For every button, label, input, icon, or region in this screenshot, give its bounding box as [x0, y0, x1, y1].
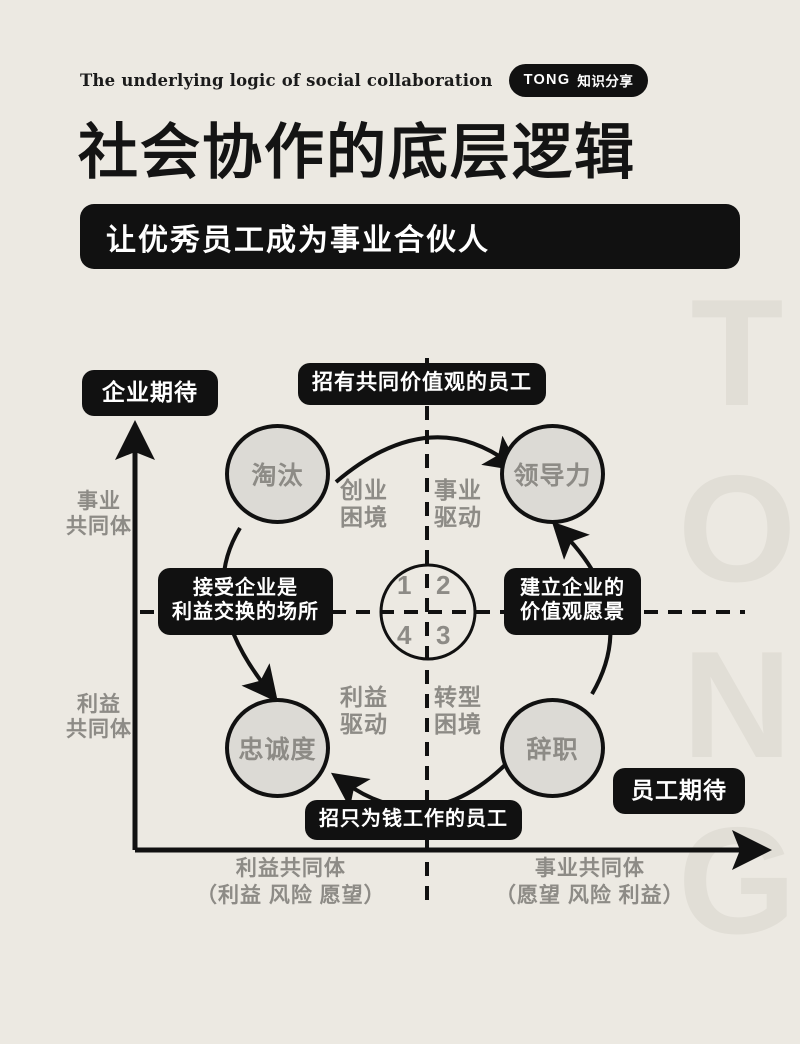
- quadrant-number-1: 1: [397, 570, 412, 600]
- y-tick-top-line-1: 事业: [77, 490, 121, 513]
- header-eyebrow-row: The underlying logic of social collabora…: [80, 64, 649, 97]
- driver-1-line-2: 困境: [340, 504, 388, 531]
- node-label-taotai: 淘汰: [251, 462, 304, 490]
- x-axis-badge-label: 员工期待: [631, 777, 727, 803]
- driver-quadrant-2: 事业 驱动: [434, 477, 482, 531]
- driver-4-line-2: 驱动: [340, 711, 388, 738]
- tong-badge: TONG 知识分享: [508, 64, 649, 97]
- y-tick-bottom-line-1: 利益: [77, 693, 121, 716]
- annotation-left-line-1: 接受企业是: [193, 577, 298, 599]
- annotation-top-banner: 招有共同价值观的员工: [298, 363, 546, 405]
- subtitle-text: 让优秀员工成为事业合伙人: [106, 223, 490, 257]
- driver-3-line-1: 转型: [434, 684, 482, 710]
- y-axis-badge: 企业期待: [82, 370, 218, 417]
- quadrant-number-4: 4: [397, 620, 412, 650]
- driver-2-line-2: 驱动: [434, 504, 482, 531]
- y-tick-top-line-2: 共同体: [66, 515, 132, 539]
- subtitle-banner: 让优秀员工成为事业合伙人: [80, 204, 740, 269]
- x-tick-left-title: 利益共同体: [235, 857, 346, 880]
- y-axis-badge-label: 企业期待: [102, 379, 198, 405]
- y-tick-top: 事业 共同体: [66, 489, 132, 539]
- annotation-bottom-text: 招只为钱工作的员工: [319, 808, 508, 830]
- annotation-right-line-1: 建立企业的: [520, 577, 625, 599]
- tong-badge-cn: 知识分享: [577, 74, 634, 89]
- driver-2-line-1: 事业: [434, 477, 482, 503]
- driver-3-line-2: 困境: [434, 711, 482, 738]
- annotation-right-line-2: 价值观愿景: [520, 601, 625, 624]
- x-axis-badge: 员工期待: [613, 768, 745, 815]
- center-quadrant-circle: [379, 563, 477, 661]
- x-tick-left: 利益共同体 （利益 风险 愿望）: [196, 856, 386, 910]
- node-label-zhongchengdu: 忠诚度: [238, 736, 317, 764]
- x-tick-right-title: 事业共同体: [534, 857, 645, 880]
- annotation-left-callout: 接受企业是 利益交换的场所: [158, 568, 333, 635]
- node-label-lingdaoli: 领导力: [513, 462, 592, 490]
- node-label-cizhi: 辞职: [526, 736, 579, 764]
- x-tick-left-subtitle: （利益 风险 愿望）: [196, 883, 386, 907]
- quadrant-number-3: 3: [436, 620, 451, 650]
- node-quadrant-2: 领导力: [500, 424, 605, 524]
- x-tick-right-subtitle: （愿望 风险 利益）: [495, 883, 685, 907]
- tong-badge-en: TONG: [523, 72, 571, 88]
- driver-4-line-1: 利益: [340, 684, 388, 710]
- annotation-left-line-2: 利益交换的场所: [172, 601, 319, 624]
- eyebrow-text: The underlying logic of social collabora…: [80, 71, 493, 90]
- flow-top-arc: [334, 435, 521, 484]
- node-quadrant-3: 辞职: [500, 698, 605, 798]
- quadrant-number-2: 2: [436, 570, 451, 600]
- tong-watermark: TONG: [652, 268, 800, 972]
- x-tick-right: 事业共同体 （愿望 风险 利益）: [495, 856, 685, 910]
- annotation-top-text: 招有共同价值观的员工: [312, 371, 532, 394]
- driver-quadrant-3: 转型 困境: [434, 684, 482, 738]
- driver-1-line-1: 创业: [340, 477, 388, 503]
- driver-quadrant-4: 利益 驱动: [340, 684, 388, 738]
- annotation-bottom-banner: 招只为钱工作的员工: [305, 800, 522, 841]
- annotation-right-callout: 建立企业的 价值观愿景: [504, 568, 641, 635]
- y-tick-bottom: 利益 共同体: [66, 692, 132, 742]
- node-quadrant-1: 淘汰: [225, 424, 330, 524]
- driver-quadrant-1: 创业 困境: [340, 477, 388, 531]
- node-quadrant-4: 忠诚度: [225, 698, 330, 798]
- y-tick-bottom-line-2: 共同体: [66, 718, 132, 742]
- page-title: 社会协作的底层逻辑: [78, 119, 636, 186]
